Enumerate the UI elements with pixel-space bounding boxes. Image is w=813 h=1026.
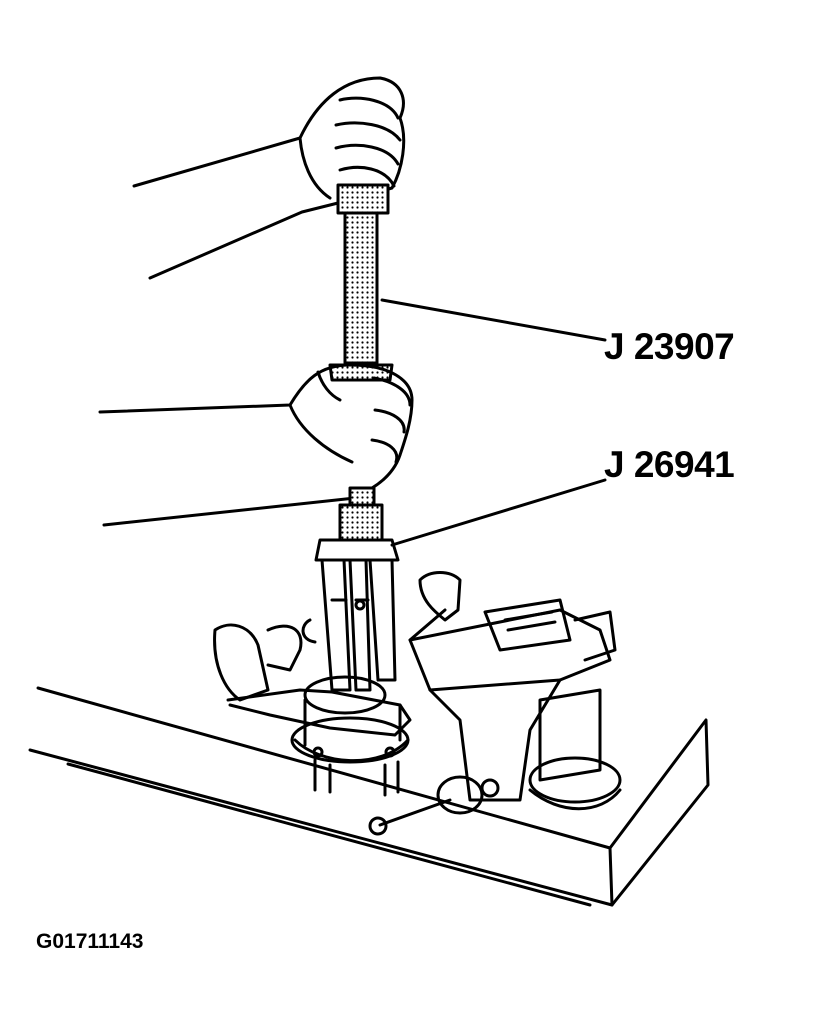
callout-label-j26941: J 26941 [604, 444, 735, 485]
callout-leader-j23907 [380, 298, 607, 342]
bench-vise [368, 598, 622, 836]
puller-shaft [338, 486, 384, 547]
lower-hand [98, 363, 414, 527]
steering-knuckle [213, 571, 462, 797]
workbench [28, 686, 710, 907]
callout-leader-j26941 [390, 478, 607, 547]
puller-body [301, 538, 400, 692]
callout-label-j23907: J 23907 [604, 326, 735, 367]
figure-id-caption: G01711143 [36, 930, 144, 953]
upper-hand [132, 76, 406, 280]
slide-hammer-handle [328, 183, 394, 382]
